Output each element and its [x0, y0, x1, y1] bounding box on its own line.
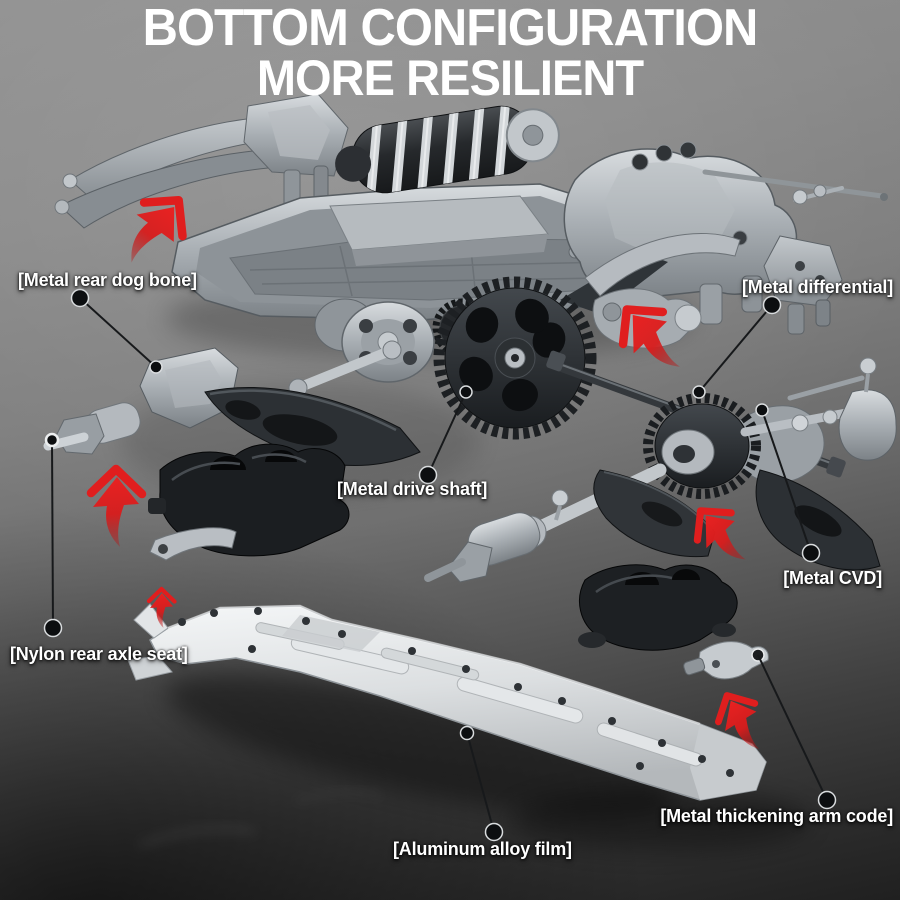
red-arrow-icon	[91, 469, 142, 547]
label-metal-drive-shaft: [Metal drive shaft]	[337, 479, 488, 499]
headline-line1: BOTTOM CONFIGURATION	[142, 0, 759, 57]
gearbox-covers	[148, 443, 769, 680]
callout-dot	[762, 295, 782, 315]
antenna-rod	[702, 169, 885, 199]
red-arrow-icon	[684, 497, 760, 576]
rear-axle-assembly	[43, 276, 702, 466]
callout-dots	[43, 288, 837, 842]
callout-dot	[70, 288, 90, 308]
callout-dot	[43, 618, 63, 638]
label-aluminum-alloy-film: [Aluminum alloy film]	[393, 839, 572, 859]
headline: BOTTOM CONFIGURATION MORE RESILIENT	[27, 0, 873, 106]
steering-knuckle	[838, 389, 897, 461]
callout-endpoint	[44, 432, 60, 448]
label-metal-rear-dog-bone: [Metal rear dog bone]	[18, 270, 197, 290]
callout-endpoint	[692, 385, 706, 399]
callout-endpoint	[459, 385, 473, 399]
callout-dot	[801, 543, 821, 563]
callout-endpoint	[459, 725, 475, 741]
callout-dot	[484, 822, 504, 842]
callout-dot	[418, 465, 438, 485]
bevel-differential-gear	[643, 393, 761, 499]
motor	[335, 101, 560, 198]
label-metal-thickening-arm-code: [Metal thickening arm code]	[660, 806, 893, 826]
spur-gear	[433, 276, 597, 440]
thickening-arm-part	[683, 641, 769, 680]
headline-line2: MORE RESILIENT	[256, 49, 644, 106]
aluminum-plate	[127, 603, 767, 801]
callout-dot	[817, 790, 837, 810]
front-axle-assembly	[424, 357, 897, 583]
callout-endpoint	[755, 403, 769, 417]
label-nylon-rear-axle-seat: [Nylon rear axle seat]	[10, 644, 188, 664]
callout-endpoint	[149, 360, 163, 374]
leader-lines	[51, 297, 828, 833]
dog-bone-shaft	[293, 345, 397, 393]
label-metal-cvd: [Metal CVD]	[783, 568, 882, 588]
label-metal-differential: [Metal differential]	[741, 277, 893, 297]
